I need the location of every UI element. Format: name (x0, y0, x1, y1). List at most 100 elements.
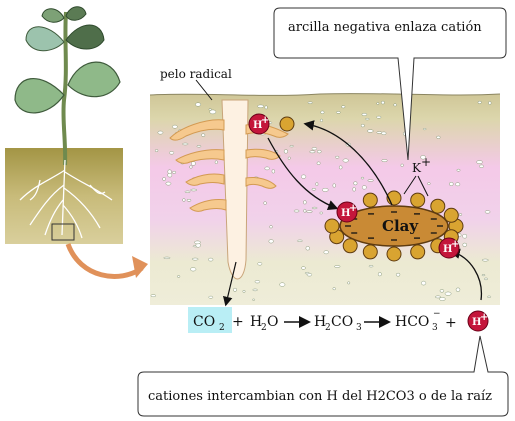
plant-leaf (41, 8, 65, 23)
soil-particle (209, 109, 217, 115)
plant-roots (19, 159, 113, 239)
soil-particle (150, 294, 156, 298)
soil-particle (269, 225, 273, 229)
exchange-arrow-k-to-root (303, 120, 393, 206)
callout-top-bubble (273, 7, 507, 161)
soil-particle (360, 176, 365, 180)
exchange-arrow-h-to-clay (267, 137, 339, 211)
eq-h2co3-sub2: 3 (356, 323, 362, 333)
soil-particle (434, 295, 441, 299)
soil-particle (376, 131, 383, 134)
zoom-box (51, 223, 75, 241)
hydrogen-ion-charge: + (261, 115, 269, 126)
callout-bottom-text: cationes intercambian con H del H2CO3 o … (148, 389, 492, 404)
hydrogen-ion-charge: + (451, 239, 459, 250)
soil-particle (462, 233, 468, 239)
soil-particle (322, 187, 329, 192)
soil-surface-line (149, 93, 501, 96)
root-hair-label: pelo radical (160, 67, 232, 81)
callout-bottom: cationes intercambian con H del H2CO3 o … (137, 335, 509, 417)
plant-illustration (5, 6, 123, 244)
soil-particle (365, 117, 370, 121)
soil-particle (196, 145, 202, 148)
plant-leaf (65, 6, 87, 21)
soil-particle (233, 287, 237, 292)
cation-bead (410, 244, 426, 260)
cation-bead (362, 192, 378, 208)
eq-h2co3-h: H (314, 314, 326, 330)
soil-particle (264, 105, 268, 110)
root: pelo radical (160, 67, 289, 307)
soil-particle (360, 123, 365, 128)
soil-particle (208, 108, 212, 111)
callout-top: arcilla negativa enlaza catión (273, 7, 507, 161)
soil-particle (242, 289, 246, 293)
soil-particle (172, 170, 177, 174)
soil-particle (420, 155, 426, 160)
soil-particle (271, 169, 275, 174)
soil-particle (353, 181, 358, 186)
soil-particle (436, 135, 441, 139)
soil-particle (157, 130, 164, 135)
soil-particle (320, 118, 323, 123)
soil-particle (307, 101, 313, 104)
soil-particle (182, 198, 186, 202)
chemical-equation: CO 2 + H 2 O H 2 CO 3 HCO 3 − + H + (188, 307, 489, 333)
cation-bead (386, 246, 402, 262)
soil-particle (316, 161, 321, 165)
soil-particle (367, 179, 374, 182)
soil-particle (376, 102, 380, 105)
soil-particle (315, 182, 319, 187)
soil-particle (306, 210, 313, 213)
root-hair (189, 199, 227, 212)
soil-particle (163, 256, 171, 260)
soil-particle (191, 257, 199, 261)
root-hair (185, 173, 225, 186)
soil-particle (303, 208, 307, 213)
soil-particle (305, 246, 310, 251)
soil-particle (169, 151, 175, 155)
soil-particle (377, 272, 382, 277)
root-hairs (169, 119, 289, 212)
soil-particle (476, 160, 483, 164)
soil-particle (283, 149, 288, 154)
soil-particle (334, 265, 341, 268)
soil-particle (189, 165, 193, 169)
soil-particle (208, 257, 214, 262)
soil-particle (287, 156, 291, 160)
eq-hco3: HCO (395, 314, 429, 330)
soil-particle (444, 291, 452, 296)
root-hair (169, 119, 225, 141)
soil-particles (150, 100, 492, 301)
soil-particle (162, 177, 166, 181)
cation-bead (324, 218, 340, 234)
soil-particle (184, 190, 191, 193)
soil-particle (479, 164, 484, 168)
hydrogen-ion (248, 113, 270, 135)
cation-bead (443, 207, 459, 223)
root-hair (245, 148, 281, 160)
eq-plus-2: + (445, 315, 457, 331)
soil-particle (477, 100, 482, 104)
soil-particle (257, 104, 264, 108)
plant-leaf (65, 24, 105, 50)
soil-particle (449, 182, 454, 186)
soil-particle (293, 209, 300, 213)
eq-h2o-h: H (250, 314, 262, 330)
soil-particle (367, 129, 374, 133)
soil-particle (319, 211, 323, 215)
hydrogen-ion-symbol: H (443, 244, 452, 255)
soil-particle (194, 240, 201, 245)
soil-particle (336, 111, 341, 114)
solution-hydrogen-site: H + (438, 237, 460, 259)
soil-particle (488, 101, 492, 105)
plant-stem (61, 11, 68, 166)
hydrogen-ion (467, 310, 489, 332)
hydrogen-ion-symbol: H (253, 120, 262, 131)
clay-body (339, 205, 449, 247)
soil-particle (311, 147, 318, 151)
soil-particle (165, 181, 172, 186)
soil-particle (393, 103, 397, 107)
potassium-ion-charge: + (421, 155, 431, 169)
